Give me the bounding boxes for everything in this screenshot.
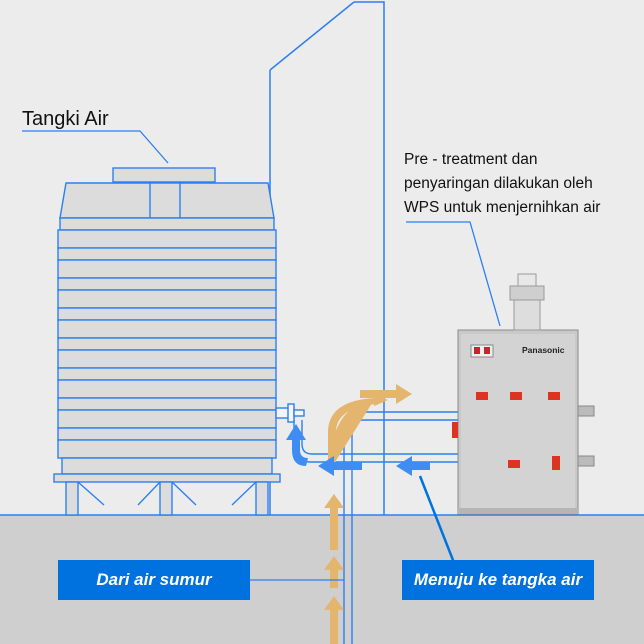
wps-callout-line-3: WPS untuk menjernihkan air — [404, 199, 601, 216]
wps-machine — [452, 273, 595, 515]
wps-callout-line-1: Pre - treatment dan — [404, 151, 538, 168]
machine-brand-logo: Panasonic — [522, 345, 565, 355]
tank-valve — [275, 403, 305, 423]
tank-label: Tangki Air — [22, 108, 109, 130]
to-tank-tag: Menuju ke tangka air — [402, 560, 594, 600]
from-well-tag: Dari air sumur — [58, 560, 250, 600]
wps-callout-line-2: penyaringan dilakukan oleh — [404, 175, 593, 192]
water-tank — [53, 167, 281, 516]
flow-arrows-to-tank — [286, 424, 430, 476]
flow-arrows-from-well — [324, 384, 412, 644]
